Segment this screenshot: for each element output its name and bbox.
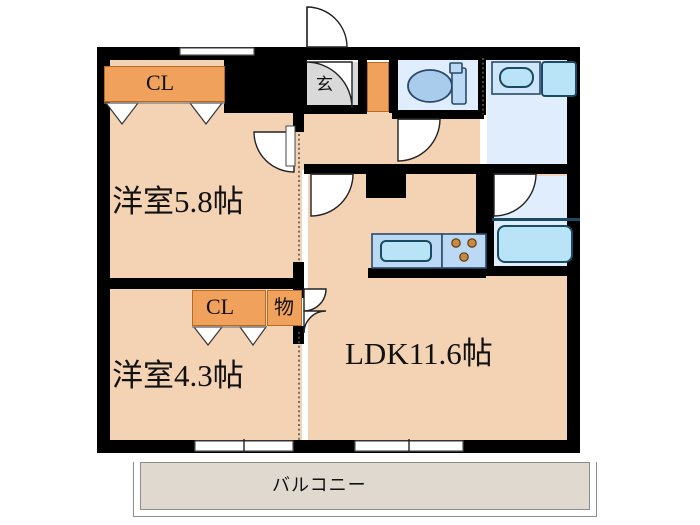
balcony-floor: [140, 462, 590, 510]
door-corridor-to-ldk: [310, 173, 354, 217]
door-to-washroom: [397, 118, 441, 162]
room-label-balcony: バルコニー: [272, 475, 367, 495]
door-bedroom-5-8: [253, 125, 296, 173]
wall-right-outer: [567, 47, 580, 453]
wall-left-outer: [97, 47, 110, 453]
room-label-ldk: LDK11.6帖: [345, 336, 493, 371]
wall-entrance-bottom: [296, 105, 367, 114]
wall-kitchen-nook: [366, 170, 406, 198]
wall-kitchen-counter-right: [476, 170, 486, 278]
wall-entrance-left: [296, 55, 307, 113]
closet-mid-fold-marks: [192, 326, 268, 347]
balcony-outer-rail: [133, 462, 597, 517]
closet-cl-mid[interactable]: [192, 290, 266, 326]
window-ldk-bottom: [354, 439, 464, 453]
gas-stove-3-burner: [441, 233, 487, 269]
wall-washroom-bottom: [392, 110, 484, 119]
closet-cl-top[interactable]: [104, 66, 225, 102]
washing-machine-space: [541, 61, 577, 97]
wall-bath-bottom: [484, 266, 580, 276]
kitchen-sink: [371, 233, 443, 269]
bathtub-fixture: [497, 225, 573, 263]
toilet-fixture: [407, 62, 467, 105]
wall-bath-divider: [492, 218, 580, 221]
wall-shoebox-right: [389, 55, 398, 113]
closet-label-cl-mid: CL: [206, 294, 235, 319]
room-label-washitsu-5-8: 洋室5.8帖: [112, 184, 244, 219]
wall-vertical-left-center-a: [293, 96, 304, 132]
wall-block-closet-top: [224, 55, 304, 113]
genkan-inner-door: [305, 61, 353, 109]
window-bedroom-4-3-bottom: [194, 439, 294, 453]
wall-kitchen-counter-base: [368, 268, 486, 278]
window-top-left-wall: [179, 47, 255, 56]
entrance-label-genkan: 玄: [316, 75, 333, 94]
storage-label-mono: 物: [274, 297, 294, 319]
door-bedroom-4-3: [303, 288, 327, 334]
room-label-washitsu-4-3: 洋室4.3帖: [112, 358, 244, 393]
wall-dressing-bottom: [484, 164, 580, 174]
wall-bath-left: [484, 164, 494, 276]
storage-mono[interactable]: [267, 290, 302, 326]
door-to-bathroom: [493, 173, 537, 217]
closet-label-cl-top: CL: [146, 70, 175, 95]
shoebox-cabinet[interactable]: [367, 62, 389, 112]
wall-ldk-top: [304, 164, 486, 174]
wall-entrance-right: [358, 55, 367, 113]
entrance-door-swing: [306, 6, 348, 48]
wall-between-bedrooms: [97, 278, 303, 289]
washbasin-fixture: [491, 61, 541, 95]
wall-washroom-right: [478, 55, 486, 115]
wall-vertical-left-center-c: [293, 326, 304, 344]
closet-top-fold-marks: [104, 102, 225, 125]
